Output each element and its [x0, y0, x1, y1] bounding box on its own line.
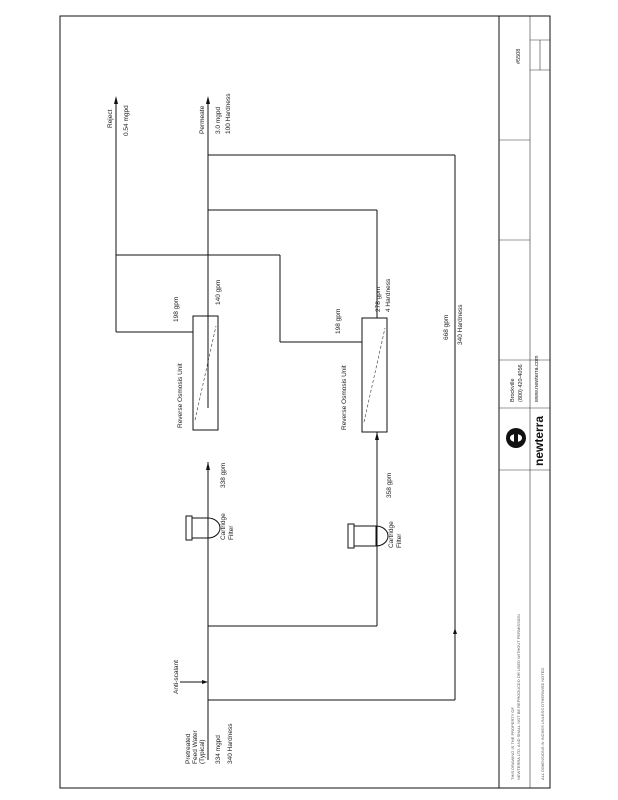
bypass-arrow: [453, 628, 457, 634]
reject-arrow: [114, 96, 118, 104]
cartridge-1-label-1: Cartridge: [220, 513, 227, 540]
feed-label-1: Pretreated: [185, 733, 192, 764]
permeate-label: Permeate: [199, 105, 206, 134]
permeate-arrow: [206, 96, 210, 104]
feed-hardness: 340 Hardness: [227, 723, 234, 764]
antiscalant-arrow: [202, 680, 208, 684]
fine-note-1: THIS DRAWING IS THE PROPERTY OF: [510, 706, 515, 780]
fine-note-2: NEWTERRA LTD. AND SHALL NOT BE REPRODUCE…: [516, 614, 521, 780]
ro1-permeate-flow: 140 gpm: [215, 280, 222, 305]
cartridge-2-label-2: Filter: [396, 533, 403, 548]
drawing-number: #5508: [516, 49, 522, 64]
reject-label: Reject: [107, 109, 114, 128]
sheet-border: [59, 15, 551, 789]
cartridge-1-label-2: Filter: [228, 525, 235, 540]
reject-flow: 0.54 mgpd: [123, 105, 130, 136]
address-line-3: www.newterra.com: [534, 355, 540, 403]
newterra-logo: [506, 428, 526, 448]
ro2-reject-flow: 198 gpm: [335, 309, 342, 334]
bypass-hardness: 340 Hardness: [457, 304, 464, 345]
feed-label-3: (Typical): [199, 739, 206, 764]
ro1-reject-flow: 198 gpm: [173, 297, 180, 322]
cartridge-filter-1: [185, 515, 221, 541]
permeate-hardness: 100 Hardness: [225, 93, 232, 134]
feed-label-2: Feed Water: [192, 729, 199, 764]
ro2-feed-flow: 358 gpm: [386, 473, 393, 498]
fine-note-3: ALL DIMENSIONS IN INCHES UNLESS OTHERWIS…: [540, 668, 545, 780]
brand-name: newterra: [532, 416, 546, 466]
cartridge-filter-2: [347, 523, 389, 549]
feed-flow: 334 mgpd: [215, 735, 222, 764]
ro2-permeate-flow: 278 gpm: [375, 287, 382, 312]
ro1-label: Reverse Osmosis Unit: [177, 363, 184, 428]
antiscalant-label: Anti-scalant: [173, 660, 180, 694]
ro2-label: Reverse Osmosis Unit: [341, 365, 348, 430]
permeate-flow: 3.0 mgpd: [215, 107, 222, 134]
address-line-1: Brockville: [510, 378, 516, 402]
ro-unit-1: [192, 315, 219, 431]
cartridge-2-label-1: Cartridge: [388, 521, 395, 548]
bypass-flow: 668 gpm: [443, 315, 450, 340]
ro1-feed-flow: 338 gpm: [220, 463, 227, 488]
ro2-feed-arrow: [375, 432, 379, 440]
ro2-permeate-hardness: 4 Hardness: [385, 278, 392, 312]
ro1-feed-arrow: [206, 462, 210, 470]
address-line-2: (800) 420-4056: [518, 364, 524, 402]
ro-unit-2: [361, 317, 388, 433]
